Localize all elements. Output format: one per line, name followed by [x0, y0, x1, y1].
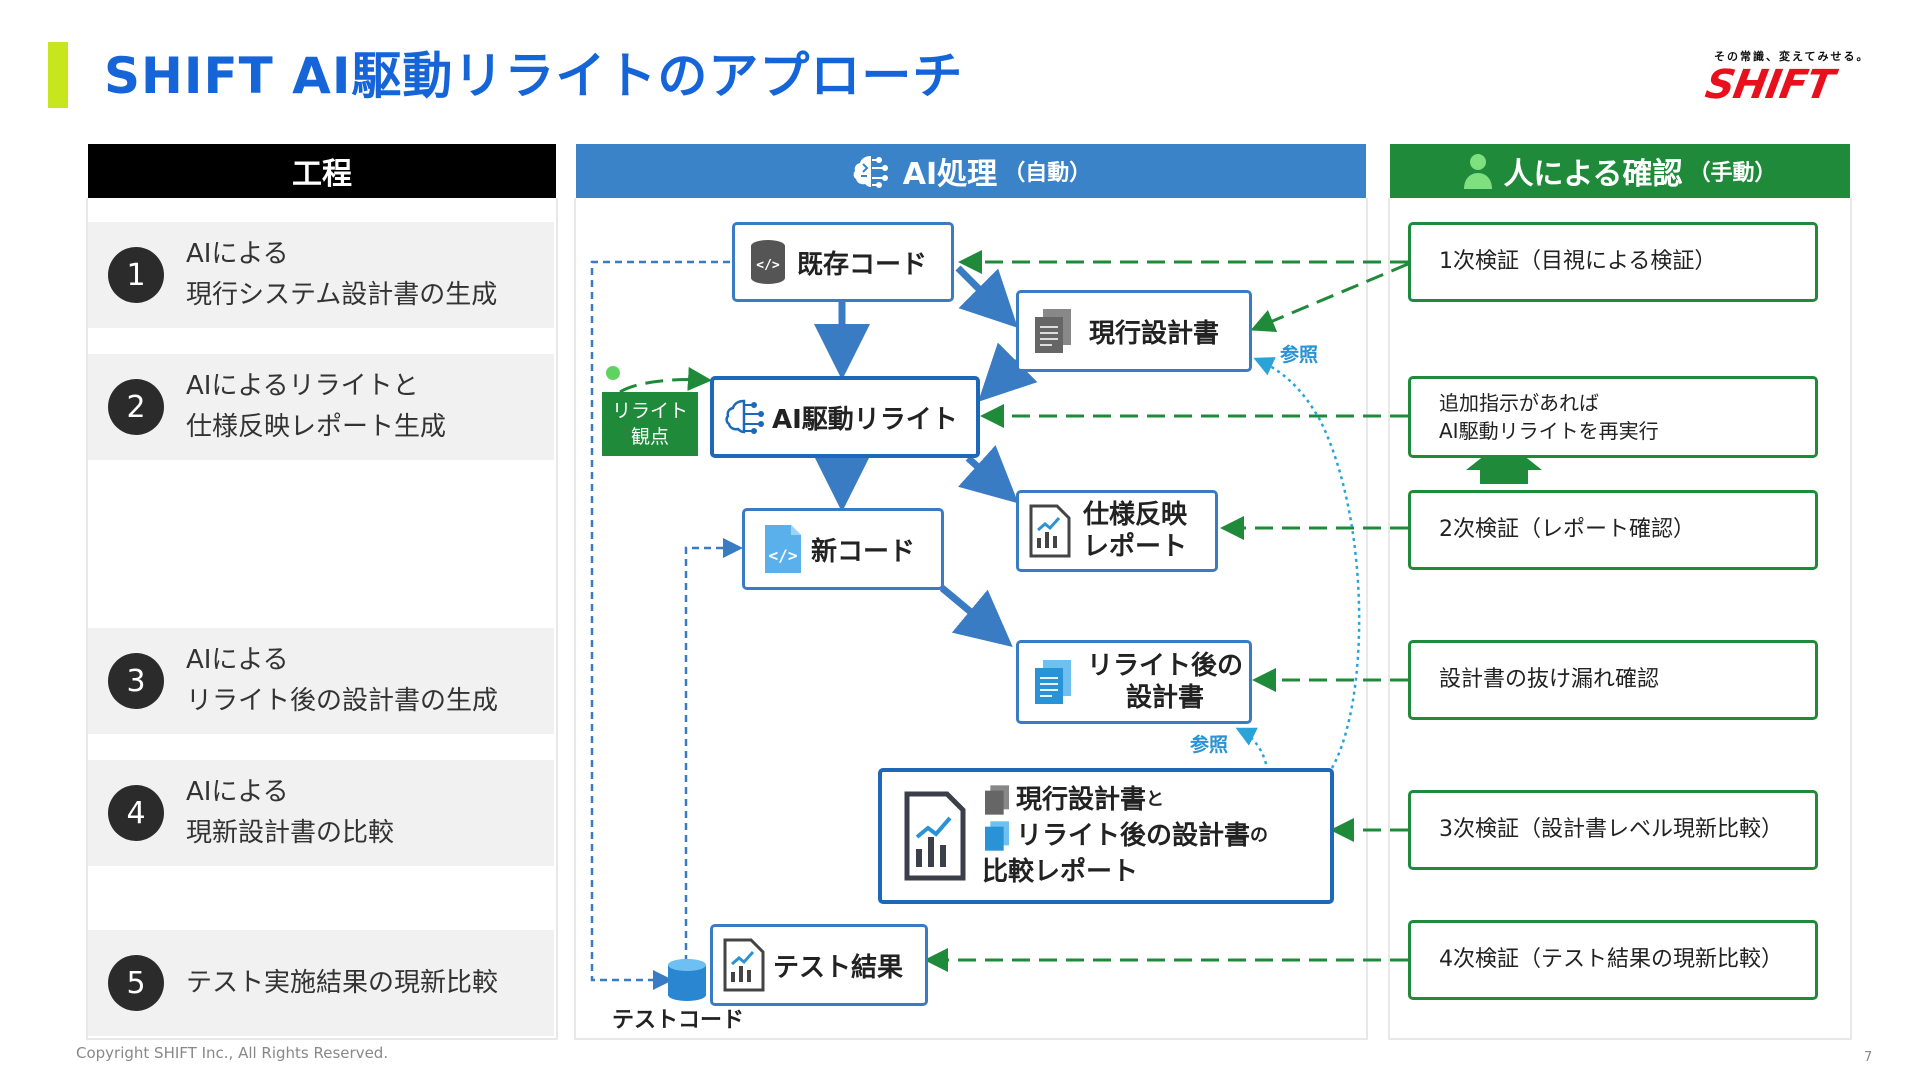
rewrite-viewpoint-box: リライト 観点: [602, 392, 698, 456]
documents-icon: [1031, 307, 1075, 355]
rewrite-viewpoint-line2: 観点: [630, 426, 669, 448]
human-column-label: 人による確認: [1503, 157, 1683, 192]
rewritten-design-node: リライト後の 設計書: [1016, 640, 1252, 724]
documents-blue-icon: [1031, 658, 1075, 706]
reference-curves: [1235, 357, 1361, 769]
ai-brain-icon: [851, 152, 893, 190]
test-result-label: テスト結果: [773, 952, 904, 983]
verification-arrows: [619, 250, 1409, 972]
spec-report-line1: 仕様反映: [1083, 500, 1188, 530]
logo-tagline: その常識、変えてみせる。: [1714, 50, 1870, 63]
compare-line2-suffix: の: [1250, 825, 1269, 846]
check-design-completeness: 設計書の抜け漏れ確認: [1408, 640, 1818, 720]
step-2: 2 AIによるリライトと 仕様反映レポート生成: [88, 354, 554, 460]
svg-text:</>: </>: [769, 546, 798, 565]
step-number: 3: [108, 653, 164, 709]
step-4: 4 AIによる 現新設計書の比較: [88, 760, 554, 866]
title-accent-bar: [48, 42, 68, 108]
compare-line1: 現行設計書: [1016, 785, 1147, 815]
documents-icon: [985, 785, 1009, 815]
step-3: 3 AIによる リライト後の設計書の生成: [88, 628, 554, 734]
ai-column-sub: （自動）: [1003, 161, 1092, 186]
current-design-label: 現行設計書: [1089, 318, 1220, 349]
report-chart-icon: [723, 938, 765, 992]
check-3: 3次検証（設計書レベル現新比較）: [1408, 790, 1818, 870]
page-title: SHIFT AI駆動リライトのアプローチ: [104, 47, 964, 105]
page-number: 7: [1864, 1050, 1873, 1065]
step-number: 5: [108, 955, 164, 1011]
existing-code-label: 既存コード: [797, 249, 928, 280]
human-column-sub: （手動）: [1688, 161, 1777, 186]
person-icon: [1463, 153, 1493, 189]
check-1: 1次検証（目視による検証）: [1408, 222, 1818, 302]
report-chart-icon: [1029, 504, 1071, 558]
rewritten-design-line1: リライト後の: [1086, 651, 1243, 681]
test-result-node: テスト結果: [710, 924, 928, 1006]
step-5: 5 テスト実施結果の現新比較: [88, 930, 554, 1036]
new-code-label: 新コード: [811, 536, 916, 567]
step-number: 2: [108, 379, 164, 435]
code-file-icon: </>: [763, 523, 803, 575]
current-design-node: 現行設計書: [1016, 290, 1252, 372]
ai-brain-icon: [724, 397, 768, 437]
check-4: 4次検証（テスト結果の現新比較）: [1408, 920, 1818, 1000]
ai-column-header: AI処理 （自動）: [576, 144, 1366, 198]
process-column-header: 工程: [88, 144, 556, 198]
check-2: 2次検証（レポート確認）: [1408, 490, 1818, 570]
existing-code-node: </> 既存コード: [732, 222, 954, 302]
svg-text:</>: </>: [756, 258, 780, 273]
documents-blue-icon: [985, 821, 1009, 851]
test-code-label: テストコード: [612, 1008, 745, 1033]
comparison-report-node: 現行設計書と リライト後の設計書の 比較レポート: [878, 768, 1334, 904]
reference-label-1: 参照: [1280, 344, 1319, 366]
spec-report-node: 仕様反映 レポート: [1016, 490, 1218, 572]
rewrite-viewpoint-line1: リライト: [611, 400, 688, 422]
step-text: AIによる リライト後の設計書の生成: [186, 645, 499, 716]
database-code-icon: </>: [749, 239, 787, 285]
new-code-node: </> 新コード: [742, 508, 944, 590]
test-code-database-icon: [666, 958, 708, 1004]
flow-arrows: [814, 265, 1038, 647]
step-text: AIによる 現新設計書の比較: [186, 777, 395, 848]
test-code-paths: [590, 260, 743, 990]
check-reexecute: 追加指示があれば AI駆動リライトを再実行: [1408, 376, 1818, 458]
reference-label-2: 参照: [1190, 734, 1229, 756]
compare-line2: リライト後の設計書: [1016, 821, 1251, 851]
step-text: AIによる 現行システム設計書の生成: [186, 239, 498, 310]
process-column-label: 工程: [292, 157, 352, 192]
report-chart-icon: [904, 791, 966, 881]
person-small-icon: [606, 366, 620, 380]
human-column-header: 人による確認 （手動）: [1390, 144, 1850, 198]
step-text: AIによるリライトと 仕様反映レポート生成: [186, 371, 447, 442]
process-column-body: [86, 198, 558, 1040]
step-1: 1 AIによる 現行システム設計書の生成: [88, 222, 554, 328]
ai-column-label: AI処理: [902, 157, 998, 192]
ai-rewrite-label: AI駆動リライト: [772, 404, 958, 435]
compare-line1-suffix: と: [1146, 789, 1165, 810]
step-number: 4: [108, 785, 164, 841]
ai-rewrite-node: AI駆動リライト: [710, 376, 980, 458]
step-number: 1: [108, 247, 164, 303]
step-text: テスト実施結果の現新比較: [186, 967, 499, 998]
compare-line3: 比較レポート: [982, 857, 1139, 887]
rewritten-design-line2: 設計書: [1125, 683, 1204, 713]
human-column-body: [1388, 198, 1852, 1040]
copyright-footer: Copyright SHIFT Inc., All Rights Reserve…: [76, 1044, 389, 1062]
spec-report-line2: レポート: [1083, 532, 1188, 562]
